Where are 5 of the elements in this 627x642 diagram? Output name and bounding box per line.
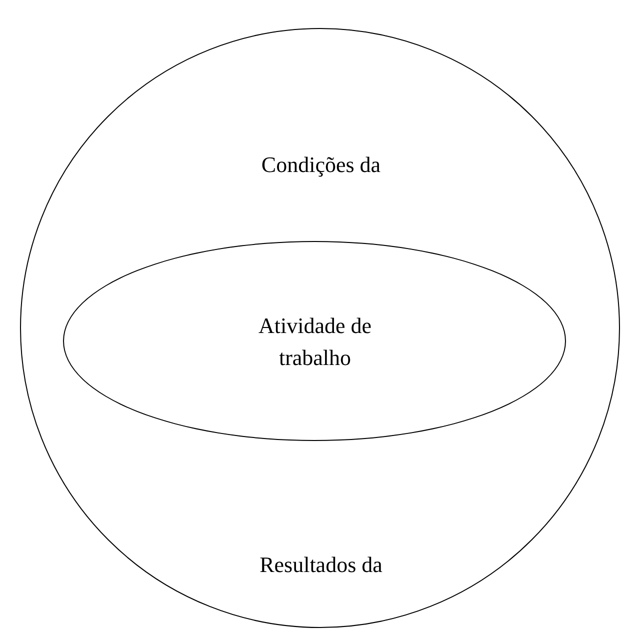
inner-ellipse [63, 241, 566, 441]
condition-text: Condições da [261, 151, 381, 179]
outer-circle [20, 28, 620, 628]
result-text: Resultados da [258, 551, 384, 579]
activity-text: Atividade de trabalho [257, 312, 373, 372]
